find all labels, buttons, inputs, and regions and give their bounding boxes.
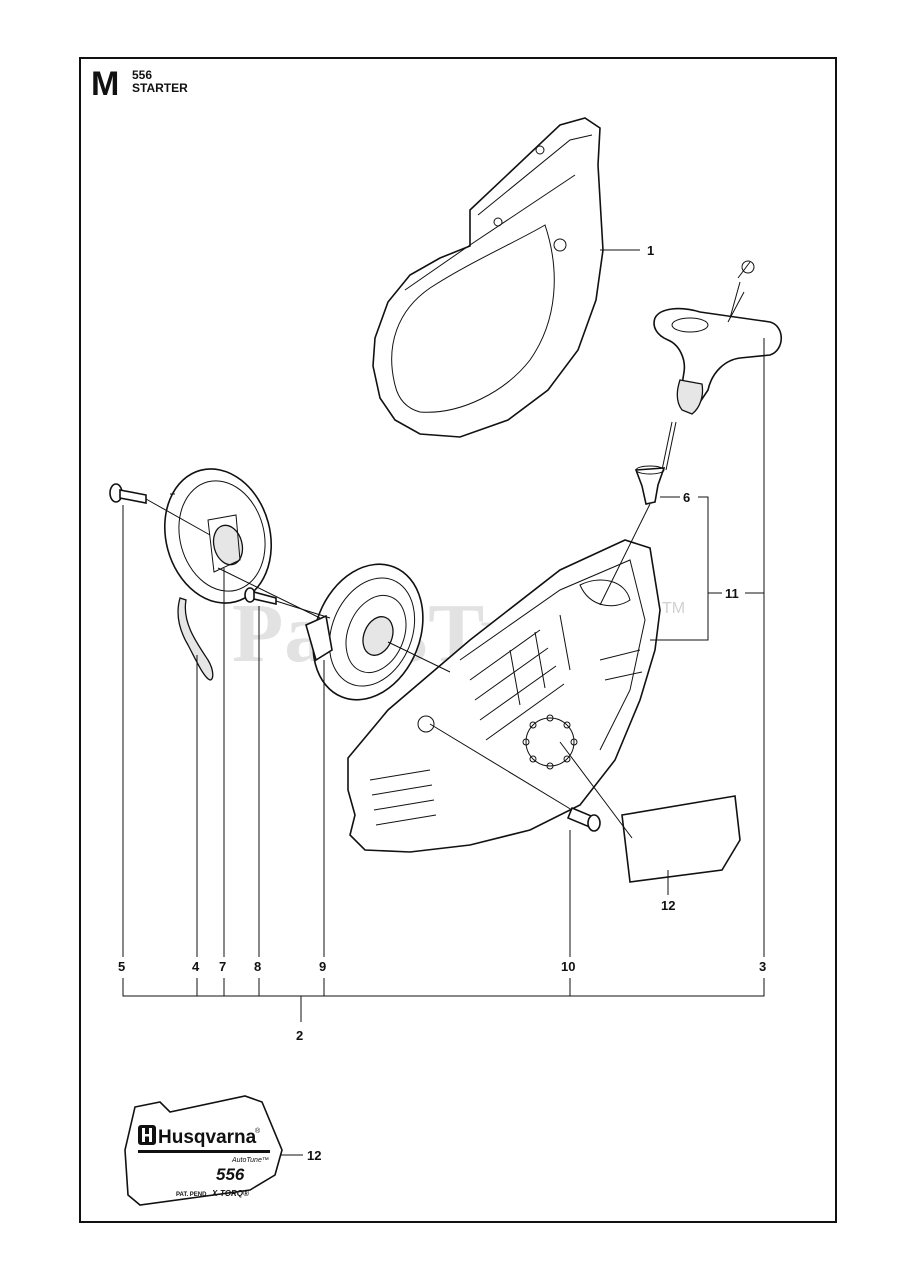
model-number: 556 — [132, 68, 153, 82]
part-6-rope-guide — [634, 465, 666, 505]
section-title: STARTER — [132, 81, 188, 95]
part-12-decal-shape — [621, 795, 741, 883]
callout-2: 2 — [296, 1028, 303, 1043]
section-letter: M — [91, 65, 120, 103]
part-4-starter-rope — [177, 597, 214, 681]
part-9-spring-cassette — [305, 563, 424, 701]
page-frame — [79, 57, 837, 1223]
callout-12-label: 12 — [307, 1148, 321, 1163]
decal-stripe — [138, 1150, 270, 1153]
part-3-starter-handle — [653, 260, 783, 471]
callout-1: 1 — [647, 243, 654, 258]
part-5-screw — [109, 483, 147, 504]
decal-detail: Husqvarna ® AutoTune™ 556 PAT. PEND. X-T… — [124, 1095, 283, 1206]
callout-7: 7 — [219, 959, 226, 974]
callout-8: 8 — [254, 959, 261, 974]
vent-holes — [522, 714, 578, 770]
part-10-screw — [566, 806, 601, 832]
part-1-fan-housing — [372, 117, 604, 438]
callout-4: 4 — [192, 959, 200, 974]
callout-12-decal: 12 — [661, 898, 675, 913]
callout-leaders — [122, 249, 765, 1156]
decal-footer-right: X-TORQ® — [211, 1189, 249, 1198]
callout-5: 5 — [118, 959, 125, 974]
assembly-lines — [145, 498, 651, 839]
callout-10: 10 — [561, 959, 575, 974]
part-8-screw — [244, 587, 277, 606]
watermark-trademark: TM — [662, 600, 686, 617]
part-7-starter-pulley — [163, 468, 273, 604]
husqvarna-crown-icon — [138, 1125, 156, 1145]
callout-9: 9 — [319, 959, 326, 974]
callout-3: 3 — [759, 959, 766, 974]
part-2-starter-housing — [347, 539, 661, 853]
decal-model: 556 — [216, 1165, 245, 1184]
callout-6: 6 — [683, 490, 690, 505]
callout-11: 11 — [725, 586, 739, 601]
decal-brand: Husqvarna — [158, 1127, 257, 1148]
decal-brand-mark: ® — [255, 1127, 261, 1135]
decal-tagline: AutoTune™ — [231, 1157, 269, 1164]
decal-footer-left: PAT. PEND. — [176, 1192, 208, 1198]
